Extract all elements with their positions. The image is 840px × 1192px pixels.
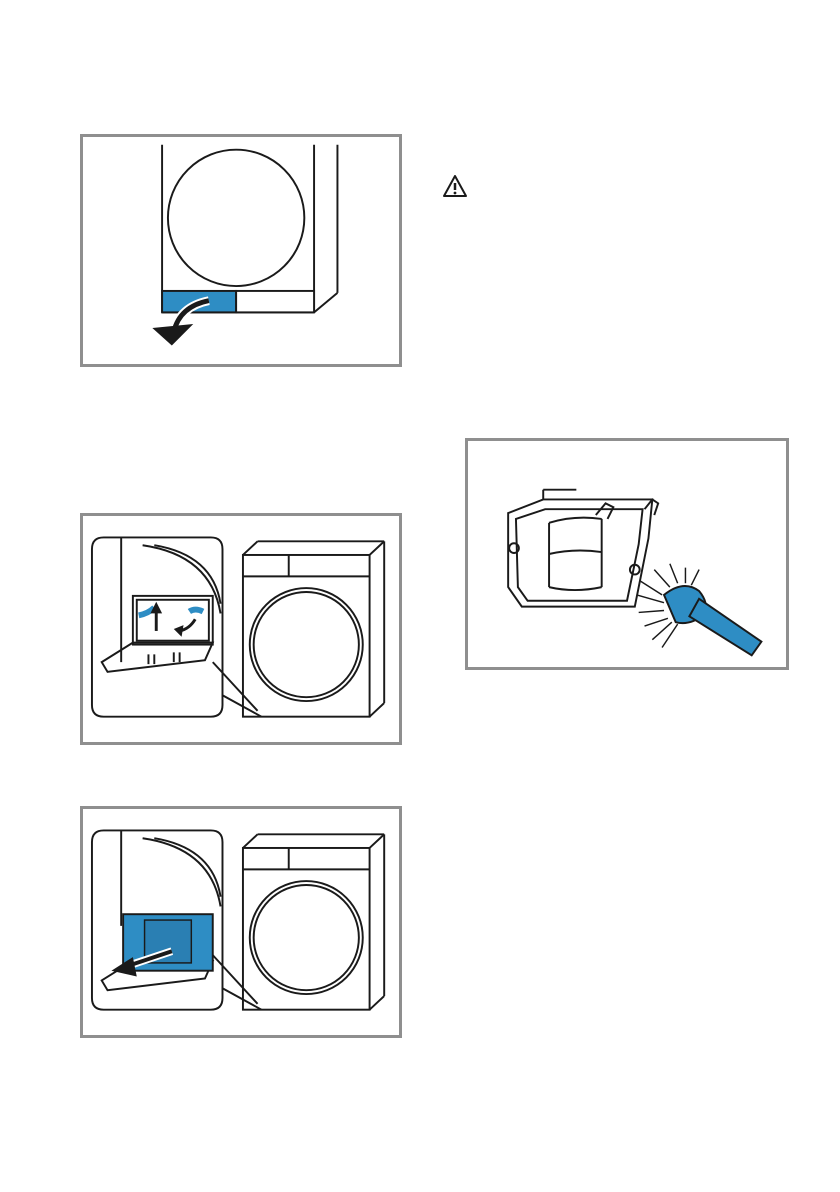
figure-unlock-heat-exchanger [80, 513, 402, 745]
figure-pull-out-heat-exchanger [80, 806, 402, 1038]
figure-dryer-open-flap [80, 134, 402, 367]
pull-out-heat-exchanger-illustration [83, 809, 399, 1035]
dryer-open-flap-illustration [83, 137, 399, 364]
figure-clean-with-brush [465, 438, 789, 670]
unlock-heat-exchanger-illustration [83, 516, 399, 742]
clean-heat-exchanger-illustration [468, 441, 786, 667]
warning-triangle-icon [442, 174, 468, 198]
